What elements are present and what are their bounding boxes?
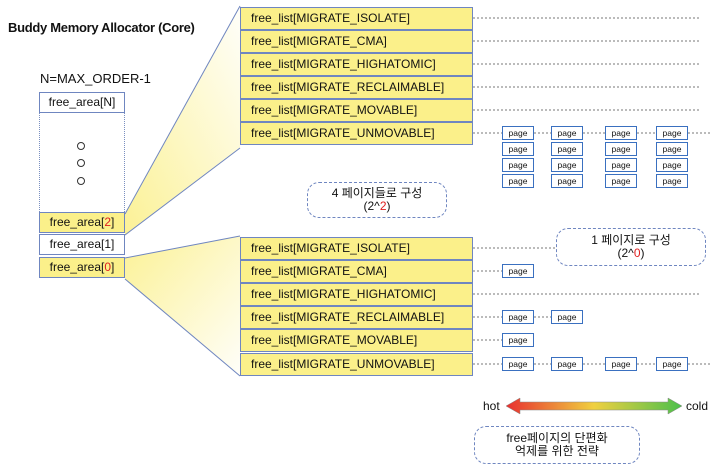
ellipsis-dot (77, 142, 85, 150)
page-block: page (656, 142, 688, 156)
page-block: page (605, 158, 637, 172)
page-block: page (656, 174, 688, 188)
lower-fan (125, 236, 240, 376)
page-block: page (502, 264, 534, 278)
callout-order-2: 4 페이지들로 구성 (2^2) (307, 182, 447, 218)
upper-free-list-unmovable: free_list[MIGRATE_UNMOVABLE] (240, 122, 473, 145)
page-block: page (551, 310, 583, 324)
page-block: page (502, 158, 534, 172)
page-block: page (502, 310, 534, 324)
page-block: page (551, 357, 583, 371)
page-block: page (551, 126, 583, 140)
upper-fan (125, 6, 240, 235)
upper-free-list-reclaimable: free_list[MIGRATE_RECLAIMABLE] (240, 76, 473, 99)
max-order-label: N=MAX_ORDER-1 (40, 71, 151, 86)
page-block: page (551, 142, 583, 156)
page-block: page (502, 174, 534, 188)
page-block: page (605, 174, 637, 188)
page-block: page (502, 357, 534, 371)
upper-free-list-isolate: free_list[MIGRATE_ISOLATE] (240, 7, 473, 30)
cold-label: cold (686, 399, 709, 413)
diagram-title: Buddy Memory Allocator (Core) (8, 20, 195, 35)
free-area-2: free_area[2] (39, 212, 125, 233)
page-block: page (605, 142, 637, 156)
upper-free-list-cma: free_list[MIGRATE_CMA] (240, 30, 473, 53)
lower-free-list-movable: free_list[MIGRATE_MOVABLE] (240, 329, 473, 352)
page-block: page (605, 126, 637, 140)
page-block: page (656, 357, 688, 371)
page-block: page (656, 126, 688, 140)
upper-free-list-highatomic: free_list[MIGRATE_HIGHATOMIC] (240, 53, 473, 76)
hot-label: hot (483, 399, 500, 413)
free-area-0: free_area[0] (39, 257, 125, 278)
lower-free-list-highatomic: free_list[MIGRATE_HIGHATOMIC] (240, 283, 473, 306)
lower-free-list-unmovable: free_list[MIGRATE_UNMOVABLE] (240, 353, 473, 376)
page-block: page (605, 357, 637, 371)
free-area-n: free_area[N] (39, 92, 125, 113)
callout-fragmentation: free페이지의 단편화 억제를 위한 전략 (474, 426, 640, 464)
page-block: page (502, 126, 534, 140)
lower-free-list-cma: free_list[MIGRATE_CMA] (240, 260, 473, 283)
lower-free-list-reclaimable: free_list[MIGRATE_RECLAIMABLE] (240, 306, 473, 329)
page-block: page (502, 333, 534, 347)
page-block: page (502, 142, 534, 156)
page-block: page (551, 158, 583, 172)
lower-free-list-isolate: free_list[MIGRATE_ISOLATE] (240, 237, 473, 260)
ellipsis-dot (77, 159, 85, 167)
ellipsis-dot (77, 177, 85, 185)
hot-cold-arrow (505, 397, 683, 415)
free-area-1: free_area[1] (39, 234, 125, 255)
page-block: page (656, 158, 688, 172)
page-block: page (551, 174, 583, 188)
upper-free-list-movable: free_list[MIGRATE_MOVABLE] (240, 99, 473, 122)
callout-order-0: 1 페이지로 구성 (2^0) (556, 228, 706, 266)
